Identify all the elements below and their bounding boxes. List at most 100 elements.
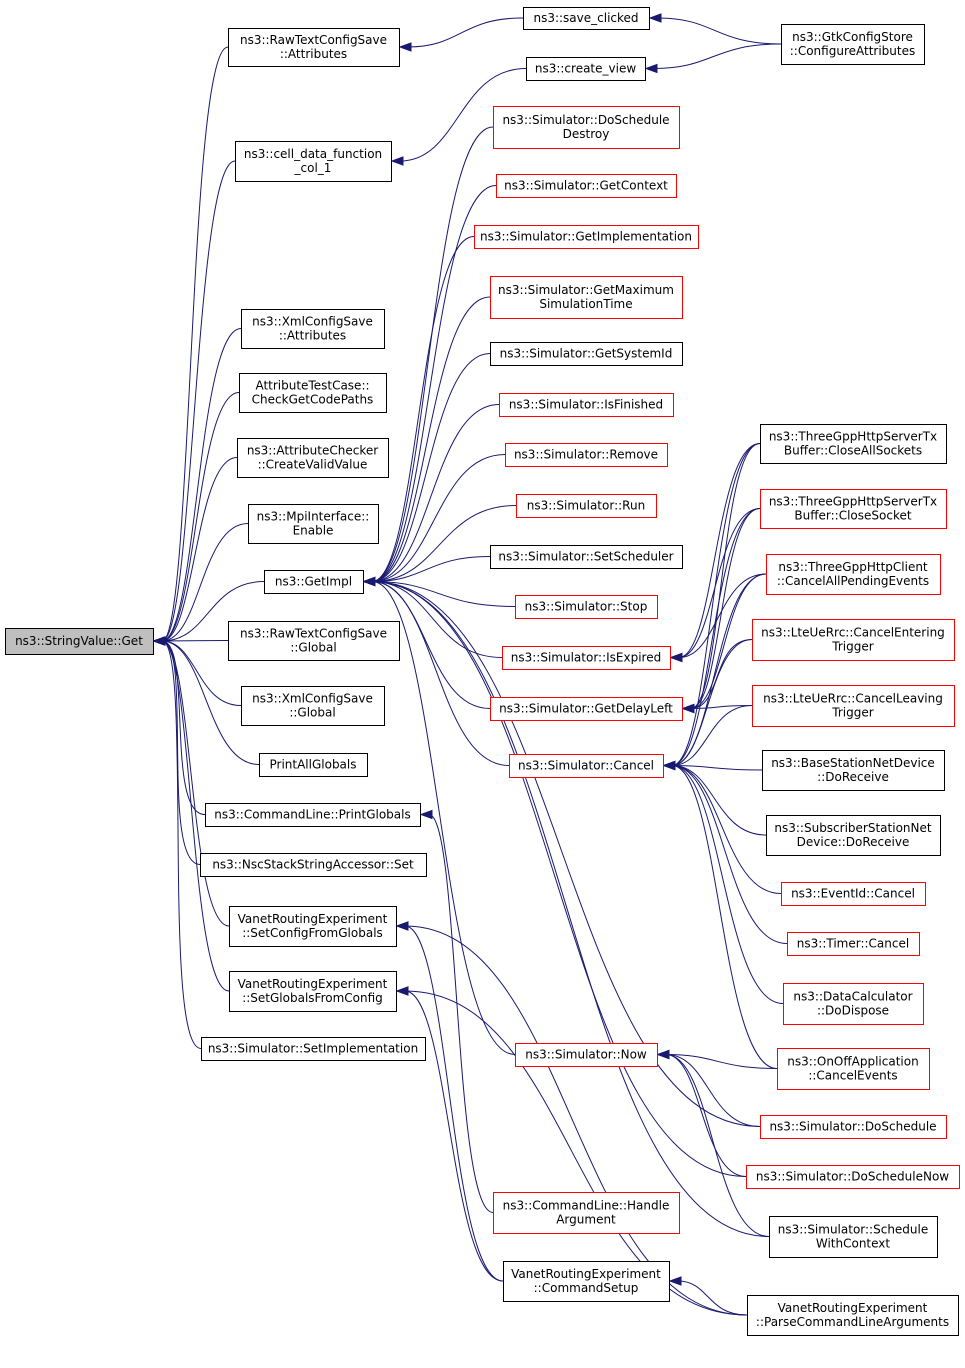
node-datacalc[interactable]: ns3::DataCalculator::DoDispose <box>783 983 924 1025</box>
node-box-sim_getsys[interactable] <box>490 342 683 366</box>
node-raw_global[interactable]: ns3::RawTextConfigSave::Global <box>228 621 400 661</box>
node-xml_global[interactable]: ns3::XmlConfigSave::Global <box>241 686 385 726</box>
node-box-vanet_cmdsetup[interactable] <box>503 1261 670 1302</box>
node-box-attr_test[interactable] <box>239 373 387 413</box>
node-sim_isfinished[interactable]: ns3::Simulator::IsFinished <box>499 393 674 417</box>
node-box-raw_attr[interactable] <box>228 28 400 67</box>
node-timer_cancel[interactable]: ns3::Timer::Cancel <box>787 932 920 956</box>
node-box-sim_getmax[interactable] <box>490 276 683 319</box>
node-box-sim_stop[interactable] <box>515 595 658 619</box>
node-box-ss_recv[interactable] <box>766 815 941 856</box>
node-box-vanet_parse[interactable] <box>747 1295 959 1336</box>
node-printall[interactable]: PrintAllGlobals <box>259 753 368 777</box>
node-box-getimpl[interactable] <box>264 570 364 594</box>
node-sim_setimpl[interactable]: ns3::Simulator::SetImplementation <box>201 1037 426 1061</box>
node-box-sim_setimpl[interactable] <box>201 1037 426 1061</box>
node-box-raw_global[interactable] <box>228 621 400 661</box>
node-box-timer_cancel[interactable] <box>787 932 920 956</box>
node-box-sim_getcontext[interactable] <box>496 174 677 198</box>
node-box-sim_cancel[interactable] <box>509 754 664 778</box>
node-sim_remove[interactable]: ns3::Simulator::Remove <box>505 443 668 467</box>
node-box-sim_getimpl[interactable] <box>474 225 699 249</box>
node-box-sim_doschednow[interactable] <box>746 1165 960 1189</box>
node-raw_attr[interactable]: ns3::RawTextConfigSave::Attributes <box>228 28 400 67</box>
node-cell_data[interactable]: ns3::cell_data_function_col_1 <box>235 141 392 182</box>
node-sim_dosched[interactable]: ns3::Simulator::DoSchedule <box>760 1115 947 1139</box>
node-sim_stop[interactable]: ns3::Simulator::Stop <box>515 595 658 619</box>
node-sim_setsched[interactable]: ns3::Simulator::SetScheduler <box>490 545 683 569</box>
node-sim_now[interactable]: ns3::Simulator::Now <box>515 1043 658 1067</box>
node-mpi[interactable]: ns3::MpiInterface::Enable <box>248 504 379 544</box>
node-ss_recv[interactable]: ns3::SubscriberStationNetDevice::DoRecei… <box>766 815 941 856</box>
node-box-sim_now[interactable] <box>515 1043 658 1067</box>
node-box-cmd_handle[interactable] <box>493 1192 680 1234</box>
node-box-tgpp_closeall[interactable] <box>760 424 947 464</box>
node-box-sim_setsched[interactable] <box>490 545 683 569</box>
node-box-tgpp_client[interactable] <box>766 554 941 595</box>
node-box-sim_dosched_destroy[interactable] <box>493 106 680 149</box>
node-sim_isexpired[interactable]: ns3::Simulator::IsExpired <box>502 646 671 670</box>
node-box-xml_global[interactable] <box>241 686 385 726</box>
node-tgpp_client[interactable]: ns3::ThreeGppHttpClient::CancelAllPendin… <box>766 554 941 595</box>
node-box-cmd_print[interactable] <box>205 803 421 827</box>
node-sim_getimpl[interactable]: ns3::Simulator::GetImplementation <box>474 225 699 249</box>
node-vanet_setglob[interactable]: VanetRoutingExperiment::SetGlobalsFromCo… <box>229 971 397 1012</box>
node-cmd_print[interactable]: ns3::CommandLine::PrintGlobals <box>205 803 421 827</box>
node-box-create_view[interactable] <box>526 57 646 81</box>
node-box-save_clicked[interactable] <box>523 7 650 30</box>
node-sim_getdelay[interactable]: ns3::Simulator::GetDelayLeft <box>490 697 683 721</box>
node-vanet_cmdsetup[interactable]: VanetRoutingExperiment::CommandSetup <box>503 1261 670 1302</box>
node-bs_recv[interactable]: ns3::BaseStationNetDevice::DoReceive <box>762 750 945 791</box>
node-box-sim_isexpired[interactable] <box>502 646 671 670</box>
node-box-vanet_setglob[interactable] <box>229 971 397 1012</box>
node-box-sim_isfinished[interactable] <box>499 393 674 417</box>
node-save_clicked[interactable]: ns3::save_clicked <box>523 7 650 30</box>
node-box-lte_enter[interactable] <box>752 619 955 661</box>
node-box-printall[interactable] <box>259 753 368 777</box>
node-box-eventid_cancel[interactable] <box>781 882 926 906</box>
node-sim_doschednow[interactable]: ns3::Simulator::DoScheduleNow <box>746 1165 960 1189</box>
node-tgpp_closeall[interactable]: ns3::ThreeGppHttpServerTxBuffer::CloseAl… <box>760 424 947 464</box>
node-box-cell_data[interactable] <box>235 141 392 182</box>
node-sim_run[interactable]: ns3::Simulator::Run <box>516 494 657 518</box>
node-onoff[interactable]: ns3::OnOffApplication::CancelEvents <box>777 1048 930 1090</box>
node-eventid_cancel[interactable]: ns3::EventId::Cancel <box>781 882 926 906</box>
node-box-sim_getdelay[interactable] <box>490 697 683 721</box>
node-box-xml_attr[interactable] <box>241 309 385 349</box>
node-box-mpi[interactable] <box>248 504 379 544</box>
node-vanet_parse[interactable]: VanetRoutingExperiment::ParseCommandLine… <box>747 1295 959 1336</box>
node-sim_cancel[interactable]: ns3::Simulator::Cancel <box>509 754 664 778</box>
node-box-sim_run[interactable] <box>516 494 657 518</box>
node-box-nsc_set[interactable] <box>200 853 427 877</box>
node-attr_checker[interactable]: ns3::AttributeChecker::CreateValidValue <box>237 438 389 478</box>
node-box-onoff[interactable] <box>777 1048 930 1090</box>
node-root[interactable]: ns3::StringValue::Get <box>5 628 154 655</box>
node-box-bs_recv[interactable] <box>762 750 945 791</box>
node-sim_getcontext[interactable]: ns3::Simulator::GetContext <box>496 174 677 198</box>
node-getimpl[interactable]: ns3::GetImpl <box>264 570 364 594</box>
node-box-gtk[interactable] <box>781 24 925 65</box>
node-box-sim_dosched[interactable] <box>760 1115 947 1139</box>
node-box-attr_checker[interactable] <box>237 438 389 478</box>
node-box-root[interactable] <box>5 628 154 655</box>
node-xml_attr[interactable]: ns3::XmlConfigSave::Attributes <box>241 309 385 349</box>
node-gtk[interactable]: ns3::GtkConfigStore::ConfigureAttributes <box>781 24 925 65</box>
node-attr_test[interactable]: AttributeTestCase::CheckGetCodePaths <box>239 373 387 413</box>
node-box-lte_leave[interactable] <box>752 685 955 727</box>
node-tgpp_close[interactable]: ns3::ThreeGppHttpServerTxBuffer::CloseSo… <box>760 489 947 529</box>
node-vanet_setcfg[interactable]: VanetRoutingExperiment::SetConfigFromGlo… <box>229 906 397 947</box>
node-sim_getsys[interactable]: ns3::Simulator::GetSystemId <box>490 342 683 366</box>
node-create_view[interactable]: ns3::create_view <box>526 57 646 81</box>
node-box-sim_schedctx[interactable] <box>769 1216 938 1258</box>
node-box-sim_remove[interactable] <box>505 443 668 467</box>
node-box-datacalc[interactable] <box>783 983 924 1025</box>
node-box-tgpp_close[interactable] <box>760 489 947 529</box>
node-box-vanet_setcfg[interactable] <box>229 906 397 947</box>
node-nsc_set[interactable]: ns3::NscStackStringAccessor::Set <box>200 853 427 877</box>
